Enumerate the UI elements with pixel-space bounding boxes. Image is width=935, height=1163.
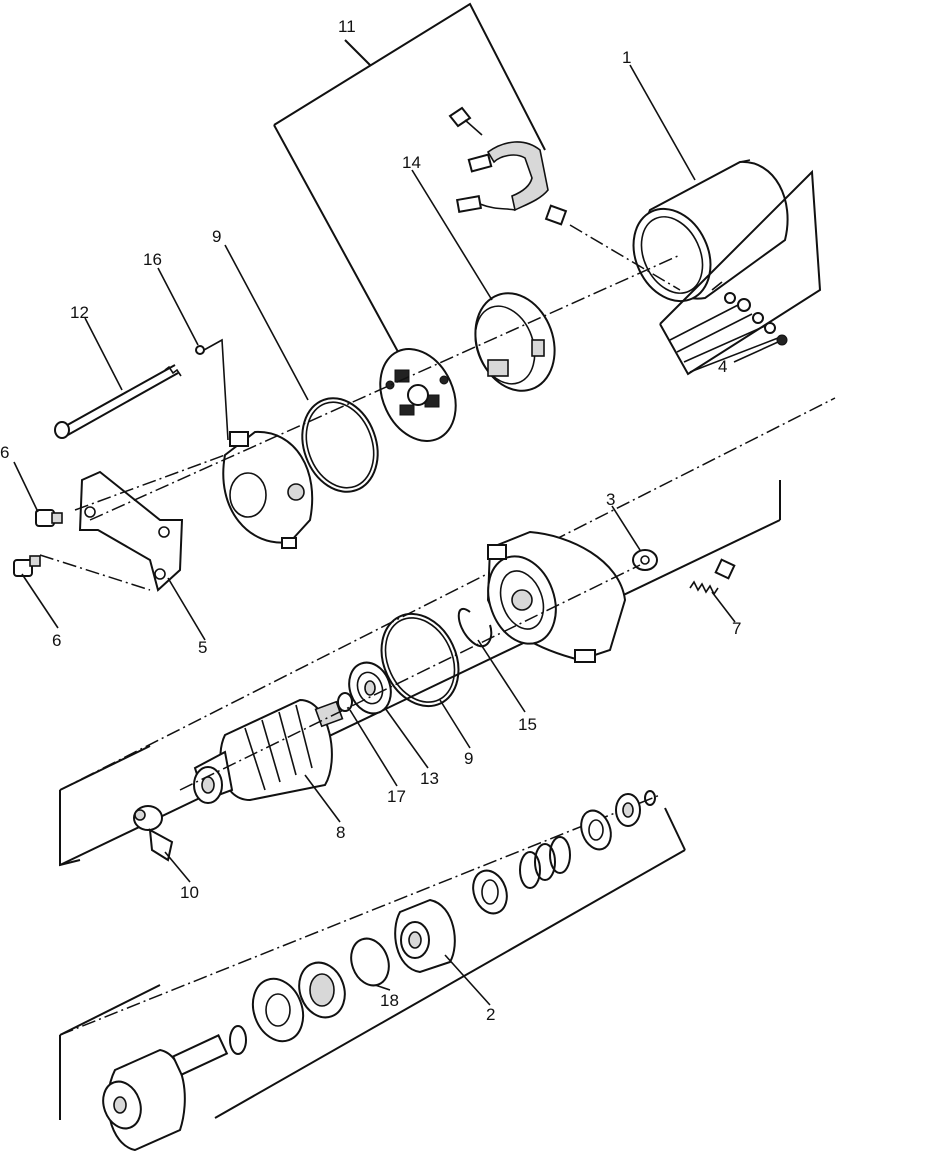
callout-labels: 1 2 3 4 5 6 6 7 8 9 9 10 11 12 13 14 15 …	[0, 17, 741, 1024]
callout-14: 14	[402, 153, 421, 172]
part-rear-cover	[222, 430, 314, 549]
lower-group-frame	[59, 794, 686, 1120]
part-screw-lower	[13, 555, 41, 577]
middle-group-frame	[59, 397, 836, 867]
part-stopper	[298, 961, 346, 1019]
part-brush-leads	[448, 106, 681, 291]
part-through-bolt	[54, 338, 229, 441]
callout-11: 11	[338, 17, 356, 36]
part-collar	[580, 809, 612, 851]
callout-17: 17	[387, 787, 406, 806]
part-front-housing	[486, 530, 627, 663]
part-bearing	[348, 661, 392, 715]
part-thrust-washer	[251, 977, 305, 1043]
part-terminal-bolt	[689, 558, 736, 596]
leader-lines	[13, 64, 779, 1006]
callout-13: 13	[420, 769, 439, 788]
part-pinion-clutch	[394, 898, 456, 974]
part-spring	[519, 836, 571, 889]
callout-5: 5	[198, 638, 207, 657]
part-sleeve	[472, 869, 508, 915]
part-terminal-lead	[133, 805, 174, 862]
callout-9-upper: 9	[212, 227, 221, 246]
part-bracket	[39, 454, 226, 592]
callout-15: 15	[518, 715, 537, 734]
callout-3: 3	[606, 490, 615, 509]
callout-9-lower: 9	[464, 749, 473, 768]
part-brush-holder-ring	[474, 292, 556, 392]
callout-8: 8	[336, 823, 345, 842]
part-brush-plate	[379, 348, 457, 442]
callout-16: 16	[143, 250, 162, 269]
part-drive-gear	[102, 1034, 229, 1152]
part-small-ring	[337, 692, 353, 712]
callout-2: 2	[486, 1005, 495, 1024]
callout-12: 12	[70, 303, 89, 322]
upper-axis	[89, 254, 681, 521]
callout-10: 10	[180, 883, 199, 902]
part-o-ring-lower	[380, 612, 460, 708]
callout-18: 18	[380, 991, 399, 1010]
part-ring-18	[350, 937, 390, 987]
middle-axis	[179, 564, 641, 791]
part-yoke-housing	[632, 159, 822, 376]
part-screw-upper	[35, 509, 63, 527]
callout-1: 1	[622, 48, 631, 67]
callout-6-upper: 6	[0, 443, 9, 462]
part-end-bearing	[615, 790, 656, 827]
part-lower-snap-ring	[229, 1025, 247, 1055]
callout-6-lower: 6	[52, 631, 61, 650]
part-armature	[193, 698, 344, 804]
part-o-ring-upper	[301, 397, 379, 493]
callout-4: 4	[718, 357, 727, 376]
callout-7: 7	[732, 619, 741, 638]
brush-kit-frame	[273, 2, 546, 393]
